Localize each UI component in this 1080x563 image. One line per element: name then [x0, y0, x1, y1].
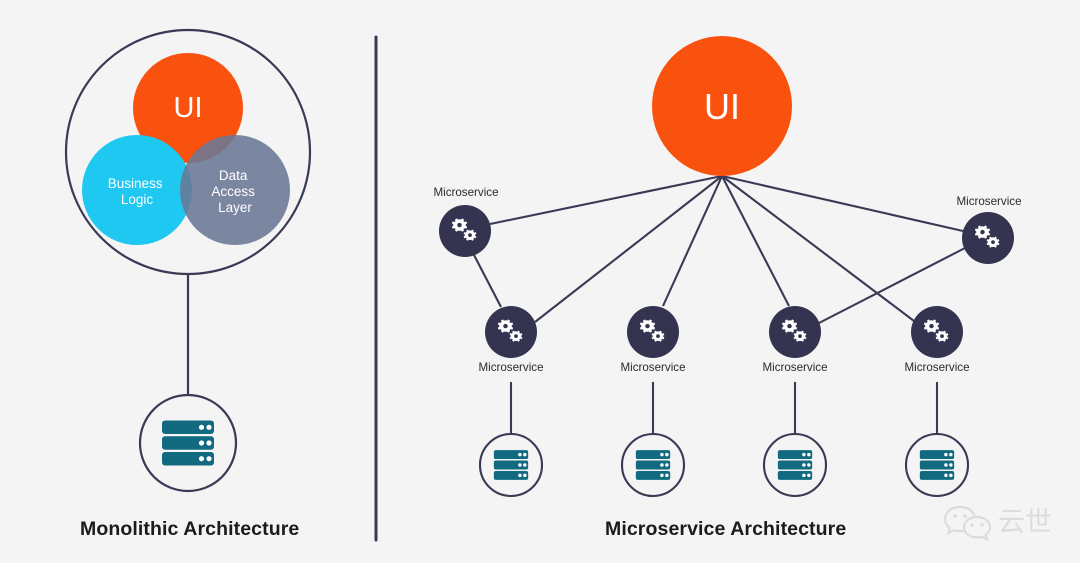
microservice-label-ms-d: Microservice: [762, 361, 828, 374]
microservice-label-ms-a: Microservice: [433, 186, 499, 199]
monolithic-architecture-title: Monolithic Architecture: [80, 518, 300, 540]
server-stack-icon: [635, 450, 671, 480]
microservice-label-ms-e: Microservice: [904, 361, 970, 374]
monolith-business-logic-label: Business Logic: [108, 176, 167, 207]
edge-ui-to-ms-b: [534, 175, 723, 323]
edge-ui-to-ms-a: [489, 174, 723, 226]
wechat-watermark-text: 云世: [998, 507, 1052, 538]
monolith-database-node[interactable]: [138, 393, 238, 493]
edge-ui-to-ms-f: [721, 174, 964, 233]
monolith-data-access-layer-bubble[interactable]: [180, 135, 290, 245]
server-stack-icon: [919, 450, 955, 480]
microservice-label-ms-c: Microservice: [620, 361, 686, 374]
microservice-ui-label: UI: [704, 86, 740, 127]
monolith-data-access-layer-label: Data Access Layer: [211, 168, 258, 215]
edge-ms-f-to-ms-d: [818, 247, 966, 324]
server-stack-icon: [493, 450, 529, 480]
microservice-node-ms-c[interactable]: [627, 306, 679, 358]
microservice-node-ms-b[interactable]: [485, 306, 537, 358]
monolith-group: UI Business Logic Data Access Layer: [64, 28, 312, 493]
wechat-icon: [943, 505, 992, 542]
edge-layer: [473, 174, 966, 324]
microservice-node-ms-e[interactable]: [911, 306, 963, 358]
server-stack-icon: [162, 420, 214, 466]
microservice-node-ms-d[interactable]: [769, 306, 821, 358]
microservice-node-ms-f[interactable]: [962, 212, 1014, 264]
edge-ms-a-to-ms-b: [473, 254, 502, 308]
edge-ui-to-ms-c: [662, 175, 723, 307]
microservice-label-ms-f: Microservice: [956, 195, 1022, 208]
microservice-ui-node[interactable]: UI: [652, 36, 792, 176]
microservice-database-2[interactable]: [620, 432, 686, 498]
monolith-ui-bubble[interactable]: [133, 53, 243, 163]
microservice-database-3[interactable]: [762, 432, 828, 498]
server-stack-icon: [777, 450, 813, 480]
wechat-watermark: 云世: [943, 505, 1052, 542]
monolith-business-logic-bubble[interactable]: [82, 135, 192, 245]
microservice-node-ms-a[interactable]: [439, 205, 491, 257]
monolith-ui-label: UI: [174, 92, 203, 124]
microservice-group: UI: [439, 36, 1014, 498]
microservice-database-4[interactable]: [904, 432, 970, 498]
microservice-architecture-title: Microservice Architecture: [605, 518, 847, 540]
edge-ui-to-ms-e: [721, 175, 915, 322]
edge-ui-to-ms-d: [721, 175, 790, 307]
monolith-outer-circle: [64, 28, 312, 276]
microservice-database-1[interactable]: [478, 432, 544, 498]
microservice-label-ms-b: Microservice: [478, 361, 544, 374]
